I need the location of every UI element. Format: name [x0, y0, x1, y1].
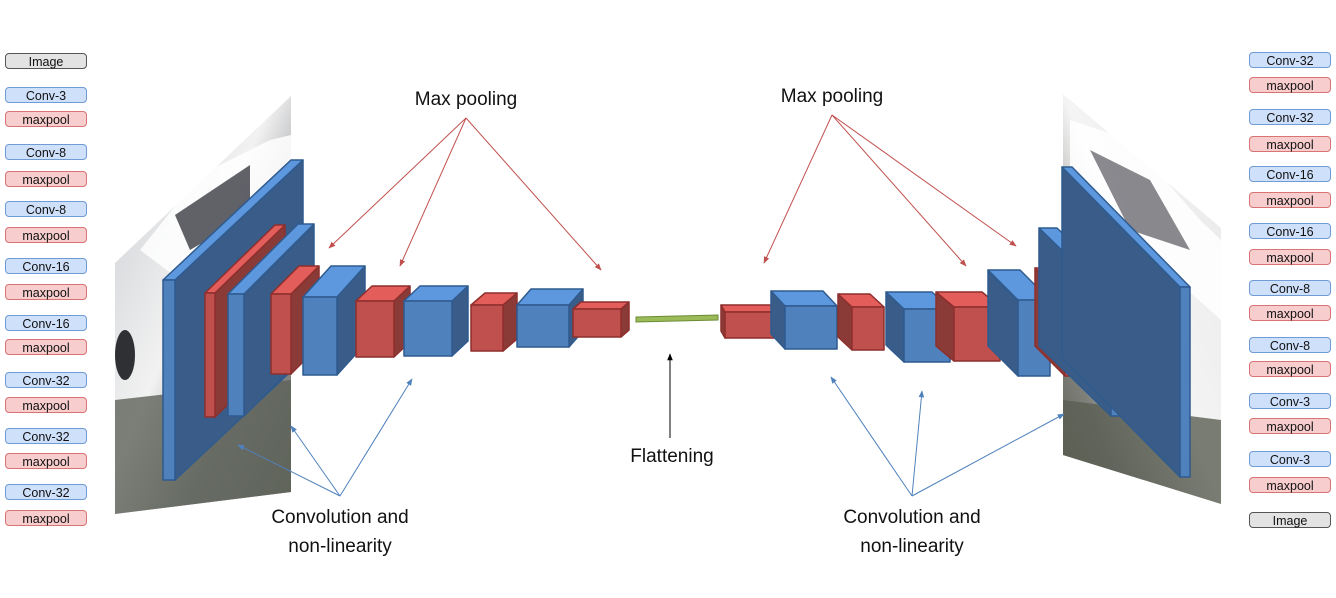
- encoder-conv-tag-5: Conv-8: [5, 201, 87, 217]
- convolution-label-right-line2: non-linearity: [860, 536, 964, 557]
- decoder-image-tag-16: Image: [1249, 512, 1331, 528]
- decoder-pool-tag-15: maxpool: [1249, 477, 1331, 493]
- max-pooling-arrows-left: [328, 117, 602, 271]
- encoder-pool-tag-6: maxpool: [5, 227, 87, 243]
- encoder-image-tag-0: Image: [5, 53, 87, 69]
- decoder-conv-tag-14: Conv-3: [1249, 451, 1331, 467]
- encoder-conv-tag-11: Conv-32: [5, 372, 87, 388]
- pool-block-9: [572, 301, 630, 338]
- decoder-conv-tag-2: Conv-32: [1249, 109, 1331, 125]
- encoder-conv-tag-9: Conv-16: [5, 315, 87, 331]
- encoder-conv-tag-13: Conv-32: [5, 428, 87, 444]
- decoder-conv-tag-4: Conv-16: [1249, 166, 1331, 182]
- flattening-label: Flattening: [630, 446, 714, 467]
- convolution-arrows-left: [237, 378, 413, 497]
- encoder-pool-tag-2: maxpool: [5, 111, 87, 127]
- decoder-conv-tag-6: Conv-16: [1249, 223, 1331, 239]
- decoder-pool-tag-5: maxpool: [1249, 192, 1331, 208]
- decoder-conv-tag-0: Conv-32: [1249, 52, 1331, 68]
- encoder-pool-tag-14: maxpool: [5, 453, 87, 469]
- conv-block-15: [987, 269, 1051, 377]
- encoder-pool-tag-16: maxpool: [5, 510, 87, 526]
- flatten-bar: [635, 314, 719, 323]
- decoder-pool-tag-9: maxpool: [1249, 305, 1331, 321]
- pool-block-7: [470, 292, 518, 352]
- decoder-pool-tag-11: maxpool: [1249, 361, 1331, 377]
- encoder-conv-tag-7: Conv-16: [5, 258, 87, 274]
- encoder-pool-tag-12: maxpool: [5, 397, 87, 413]
- encoder-conv-tag-3: Conv-8: [5, 144, 87, 160]
- encoder-pool-tag-4: maxpool: [5, 171, 87, 187]
- max-pooling-label-left: Max pooling: [414, 89, 518, 110]
- max-pooling-label-right: Max pooling: [780, 86, 884, 107]
- decoder-conv-tag-10: Conv-8: [1249, 337, 1331, 353]
- conv-block-6: [403, 285, 469, 357]
- convolution-label-right-line1: Convolution and: [843, 507, 981, 528]
- convolution-arrows-right: [830, 376, 1065, 497]
- decoder-pool-tag-1: maxpool: [1249, 77, 1331, 93]
- pool-block-12: [837, 293, 885, 351]
- decoder-pool-tag-3: maxpool: [1249, 136, 1331, 152]
- conv-block-11: [770, 290, 838, 350]
- encoder-conv-tag-15: Conv-32: [5, 484, 87, 500]
- encoder-conv-tag-1: Conv-3: [5, 87, 87, 103]
- convolution-label-left-line1: Convolution and: [271, 507, 409, 528]
- decoder-pool-tag-13: maxpool: [1249, 418, 1331, 434]
- encoder-pool-tag-8: maxpool: [5, 284, 87, 300]
- pool-block-5: [355, 285, 411, 358]
- convolution-label-right: Convolution and non-linearity: [812, 503, 1012, 561]
- encoder-pool-tag-10: maxpool: [5, 339, 87, 355]
- convolution-label-left: Convolution and non-linearity: [240, 503, 440, 561]
- layer-blocks: [162, 159, 1191, 481]
- decoder-conv-tag-8: Conv-8: [1249, 280, 1331, 296]
- decoder-pool-tag-7: maxpool: [1249, 249, 1331, 265]
- conv-block-19: [1061, 166, 1191, 478]
- pool-block-10: [720, 304, 781, 339]
- max-pooling-arrows-right: [763, 114, 1017, 267]
- convolution-label-left-line2: non-linearity: [288, 536, 392, 557]
- decoder-conv-tag-12: Conv-3: [1249, 393, 1331, 409]
